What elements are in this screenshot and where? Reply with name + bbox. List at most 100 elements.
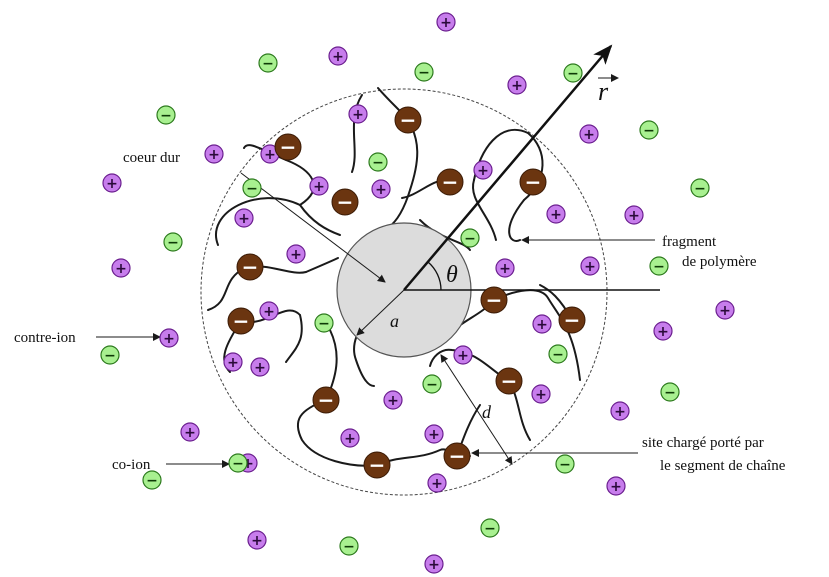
charged-site: −	[519, 168, 547, 196]
counter-ions: +++++++++++++++++++++++++++++++++++++	[102, 12, 735, 574]
co-ion: −	[142, 470, 162, 490]
charged-site: −	[558, 306, 586, 334]
co-ion: −	[314, 313, 334, 333]
charged-site-label-line2: le segment de chaîne	[660, 458, 786, 474]
svg-text:+: +	[254, 360, 266, 376]
svg-text:+: +	[290, 247, 302, 263]
svg-text:+: +	[163, 331, 175, 347]
svg-text:−: −	[643, 123, 655, 139]
shell-distance-arrow	[440, 354, 513, 465]
svg-text:−: −	[337, 190, 354, 214]
svg-text:+: +	[657, 324, 669, 340]
svg-text:−: −	[664, 385, 676, 401]
co-ion: −	[339, 536, 359, 556]
counter-ion: +	[223, 352, 243, 372]
radius-vector	[403, 44, 613, 291]
polymer-fragment-label-line2: de polymère	[682, 254, 757, 270]
radius-vector-symbol: r	[598, 77, 609, 106]
co-ion: −	[460, 228, 480, 248]
svg-text:−: −	[232, 456, 244, 472]
svg-text:+: +	[550, 207, 562, 223]
counter-ion: +	[427, 473, 447, 493]
svg-text:+: +	[583, 127, 595, 143]
co-ion: −	[100, 345, 120, 365]
svg-text:−: −	[262, 56, 274, 72]
charged-site-label-line1: site chargé porté par	[642, 435, 764, 451]
co-ion: −	[414, 62, 434, 82]
svg-text:−: −	[280, 135, 297, 159]
shell-distance-symbol: d	[482, 402, 492, 422]
charged-site: −	[394, 106, 422, 134]
svg-text:−: −	[567, 66, 579, 82]
counter-ion: +	[653, 321, 673, 341]
co-ion: −	[163, 232, 183, 252]
angle-arc	[427, 261, 442, 291]
counter-ion: +	[340, 428, 360, 448]
counter-ion: +	[180, 422, 200, 442]
counter-ion: +	[580, 256, 600, 276]
svg-text:+: +	[227, 355, 239, 371]
counter-ion: +	[453, 345, 473, 365]
co-ion: −	[258, 53, 278, 73]
counter-ion: +	[531, 384, 551, 404]
co-ion: −	[555, 454, 575, 474]
svg-text:+: +	[313, 179, 325, 195]
svg-text:+: +	[115, 261, 127, 277]
svg-text:+: +	[535, 387, 547, 403]
charged-site: −	[236, 253, 264, 281]
counter-ion: +	[624, 205, 644, 225]
svg-text:+: +	[499, 261, 511, 277]
counter-ion: +	[495, 258, 515, 278]
svg-text:−: −	[146, 473, 158, 489]
svg-text:+: +	[238, 211, 250, 227]
svg-text:−: −	[400, 108, 417, 132]
svg-text:−: −	[484, 521, 496, 537]
svg-text:+: +	[263, 304, 275, 320]
svg-text:−: −	[525, 170, 542, 194]
svg-text:+: +	[584, 259, 596, 275]
counter-ion: +	[532, 314, 552, 334]
svg-text:+: +	[344, 431, 356, 447]
svg-text:−: −	[449, 444, 466, 468]
svg-text:−: −	[464, 231, 476, 247]
svg-text:+: +	[431, 476, 443, 492]
charged-site: −	[331, 188, 359, 216]
svg-text:−: −	[160, 108, 172, 124]
co-ion: −	[690, 178, 710, 198]
co-ion: −	[156, 105, 176, 125]
svg-text:+: +	[536, 317, 548, 333]
co-ion: −	[368, 152, 388, 172]
svg-text:+: +	[428, 427, 440, 443]
charged-site: −	[495, 367, 523, 395]
svg-text:−: −	[694, 181, 706, 197]
svg-text:−: −	[653, 259, 665, 275]
svg-text:+: +	[208, 147, 220, 163]
svg-text:−: −	[167, 235, 179, 251]
counter-ion: +	[286, 244, 306, 264]
svg-text:−: −	[486, 288, 503, 312]
counter-ion-label: contre-ion	[14, 330, 76, 346]
counter-ion: +	[424, 554, 444, 574]
charged-site: −	[274, 133, 302, 161]
charged-site: −	[312, 386, 340, 414]
svg-text:−: −	[233, 309, 250, 333]
core-radius-arrow	[356, 289, 405, 336]
svg-text:+: +	[440, 15, 452, 31]
counter-ion: +	[328, 46, 348, 66]
co-ion: −	[422, 374, 442, 394]
svg-text:+: +	[106, 176, 118, 192]
svg-text:+: +	[628, 208, 640, 224]
svg-text:+: +	[719, 303, 731, 319]
co-ion: −	[639, 120, 659, 140]
svg-text:−: −	[372, 155, 384, 171]
svg-text:+: +	[610, 479, 622, 495]
counter-ion: +	[234, 208, 254, 228]
svg-text:−: −	[418, 65, 430, 81]
charged-sites: − − − − − − − − − − − − −	[227, 106, 586, 479]
co-ion: −	[480, 518, 500, 538]
co-ion-label: co-ion	[112, 457, 151, 473]
counter-ion: +	[383, 390, 403, 410]
charged-site: −	[363, 451, 391, 479]
svg-text:+: +	[614, 404, 626, 420]
